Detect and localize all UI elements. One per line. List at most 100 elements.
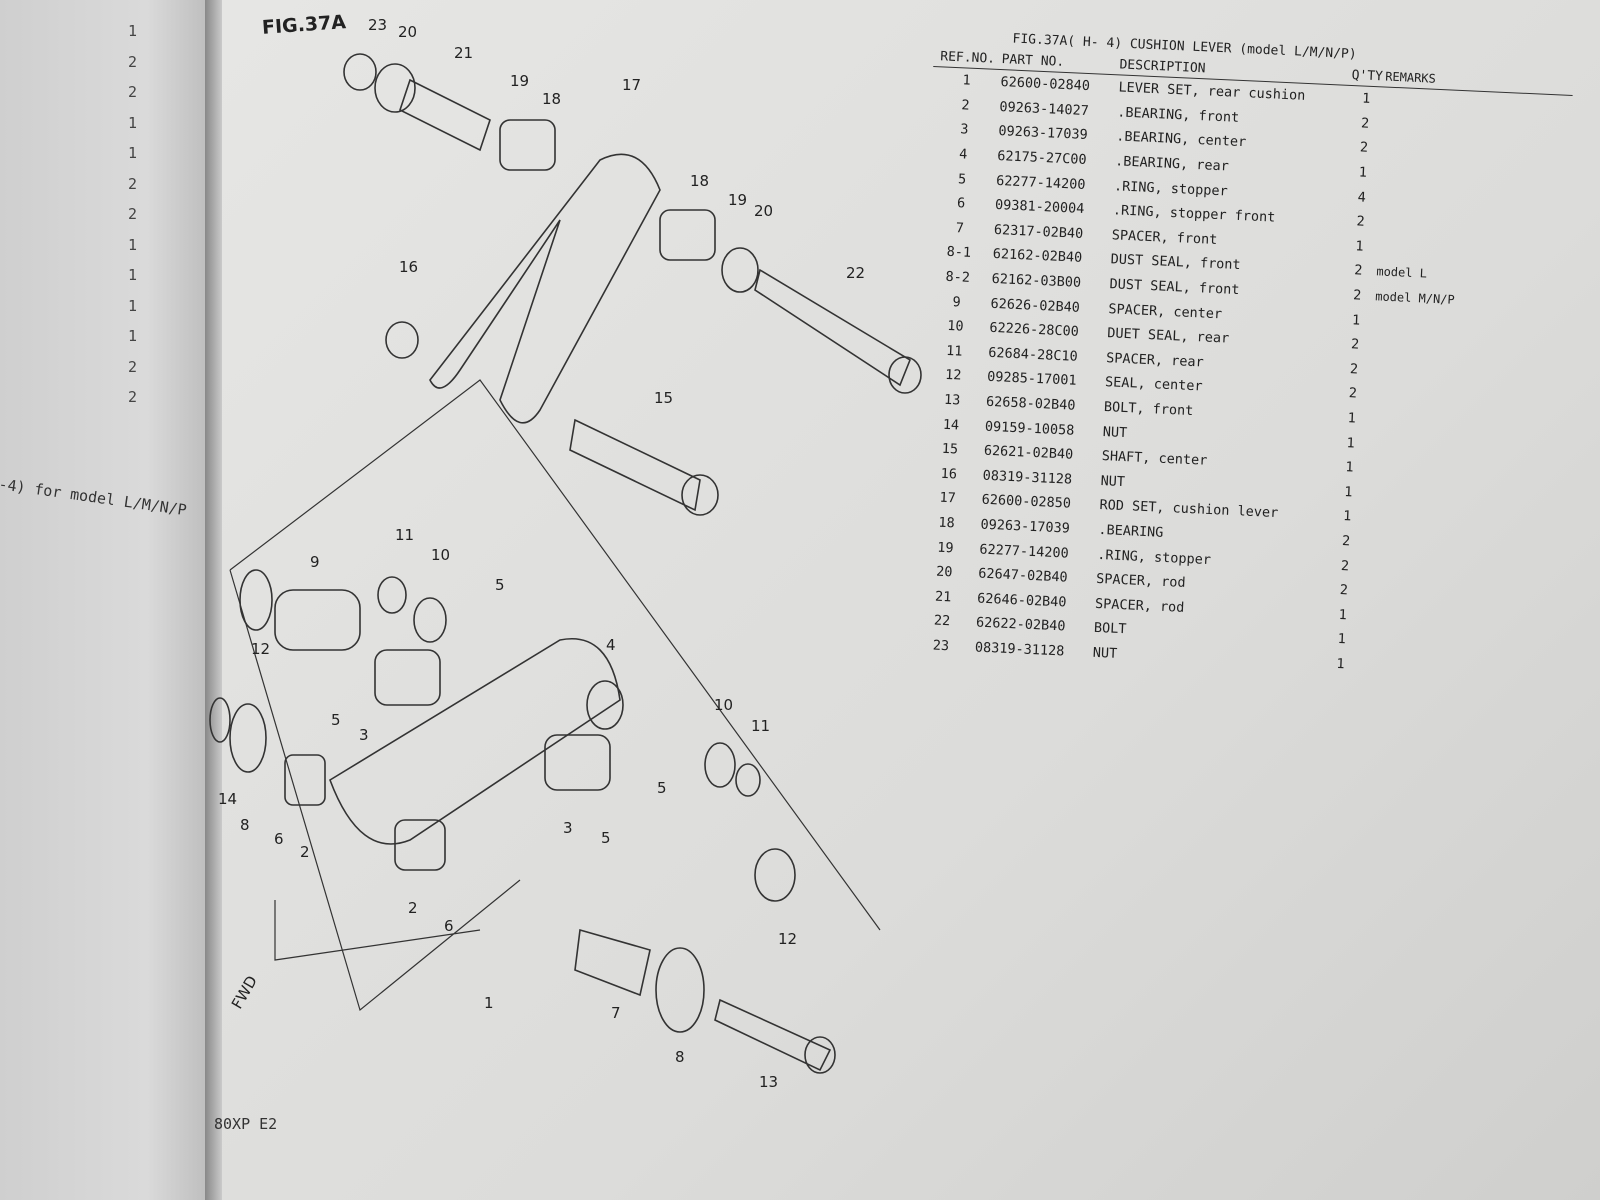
- callout-label: 8: [240, 816, 250, 834]
- spacer-front-part: [574, 928, 651, 997]
- cell-qty: 1: [1345, 459, 1354, 476]
- cell-part-no: 08319-31128: [982, 467, 1073, 488]
- cell-remarks: [1383, 124, 1533, 131]
- cell-qty: 2: [1349, 361, 1359, 378]
- left-page-qty: 2: [128, 357, 138, 376]
- left-page-qty: 1: [128, 144, 138, 162]
- cell-remarks: [1366, 493, 1516, 500]
- cell-qty: 1: [1337, 631, 1347, 648]
- cell-ref-no: 12: [944, 367, 962, 384]
- spacer-rod-part: [399, 78, 491, 152]
- cell-remarks: [1359, 665, 1509, 672]
- cell-part-no: 62600-02850: [981, 492, 1072, 513]
- cell-qty: 2: [1353, 262, 1363, 280]
- spacer-part: [721, 247, 759, 293]
- callout-label: 13: [759, 1073, 778, 1091]
- cell-part-no: 62684-28C10: [987, 344, 1079, 365]
- right-page: [222, 0, 1600, 1200]
- cell-remarks: [1374, 321, 1524, 328]
- cell-remarks: [1371, 395, 1521, 402]
- cell-qty: 1: [1338, 606, 1348, 624]
- cell-ref-no: 8-2: [945, 268, 971, 286]
- left-page-qty: 1: [128, 327, 138, 345]
- cell-ref-no: 16: [940, 465, 958, 483]
- cell-remarks: model L: [1376, 264, 1428, 282]
- cell-part-no: 62600-02840: [1000, 74, 1091, 95]
- cell-qty: 1: [1355, 238, 1364, 255]
- bearing-part: [659, 209, 716, 261]
- cell-part-no: 09263-17039: [998, 123, 1089, 144]
- callout-label: 3: [563, 819, 573, 837]
- shaft-part: [569, 418, 701, 512]
- cell-qty: 2: [1340, 557, 1350, 574]
- cell-ref-no: 21: [934, 588, 952, 606]
- callout-label: 7: [611, 1004, 621, 1022]
- cell-part-no: 62317-02B40: [993, 221, 1084, 242]
- cell-part-no: 62277-14200: [979, 541, 1070, 562]
- callout-label: 20: [398, 23, 417, 41]
- callout-label: 4: [606, 636, 616, 654]
- cell-ref-no: 5: [957, 170, 967, 188]
- callout-label: 15: [654, 389, 673, 407]
- callout-label: 22: [846, 264, 865, 282]
- cell-ref-no: 7: [955, 220, 965, 237]
- cell-remarks: [1378, 247, 1528, 254]
- callout-label: 6: [444, 917, 454, 935]
- callout-label: 6: [274, 830, 284, 848]
- cell-part-no: 62647-02B40: [977, 565, 1068, 586]
- cell-qty: 1: [1358, 164, 1368, 181]
- cell-ref-no: 14: [942, 416, 960, 434]
- callout-label: 5: [657, 779, 667, 797]
- cell-ref-no: 2: [961, 97, 970, 114]
- cell-part-no: 62162-03B00: [991, 270, 1082, 291]
- cell-part-no: 62277-14200: [995, 172, 1086, 193]
- callout-label: 9: [310, 553, 320, 571]
- cell-ref-no: 11: [945, 342, 963, 360]
- left-page-qty: 1: [128, 113, 138, 132]
- cell-part-no: 62621-02B40: [983, 442, 1074, 463]
- callout-label: 3: [359, 726, 369, 744]
- cell-ref-no: 13: [943, 391, 961, 409]
- left-page-qty: 1: [128, 266, 138, 284]
- callout-label: 18: [542, 90, 561, 108]
- callout-label: 11: [751, 717, 770, 735]
- cell-part-no: 62646-02B40: [976, 590, 1067, 611]
- cell-remarks: [1370, 419, 1520, 426]
- fwd-arrow-label: FWD: [228, 973, 261, 1012]
- callout-label: 23: [368, 16, 387, 34]
- cell-remarks: [1382, 149, 1532, 156]
- callout-label: 2: [408, 899, 418, 917]
- cell-ref-no: 10: [946, 318, 964, 335]
- cell-part-no: 09263-17039: [980, 516, 1071, 537]
- cell-part-no: 62622-02B40: [975, 614, 1066, 635]
- cell-part-no: 09159-10058: [984, 418, 1075, 439]
- cell-qty: 2: [1350, 336, 1360, 353]
- cell-remarks: [1379, 223, 1529, 230]
- cell-part-no: 62162-02B40: [992, 246, 1083, 267]
- lever-set-outline: [329, 638, 621, 845]
- callout-label: 19: [510, 72, 529, 90]
- cell-ref-no: 3: [959, 121, 969, 139]
- bearing-part: [499, 119, 556, 171]
- cell-qty: 1: [1343, 483, 1353, 501]
- cell-part-no: 08319-31128: [974, 639, 1065, 660]
- header-ref-no: REF.NO.: [939, 49, 996, 67]
- spacer-part: [374, 63, 416, 113]
- cell-qty: 1: [1361, 90, 1371, 108]
- cell-remarks: [1381, 173, 1531, 180]
- cell-remarks: [1361, 616, 1511, 623]
- cell-remarks: [1363, 567, 1513, 574]
- cell-qty: 2: [1356, 213, 1366, 230]
- cell-ref-no: 20: [935, 563, 953, 581]
- cell-qty: 2: [1360, 115, 1370, 132]
- callout-label: 20: [754, 202, 773, 220]
- cell-qty: 2: [1352, 287, 1362, 304]
- cell-remarks: [1372, 370, 1522, 377]
- cell-qty: 1: [1346, 434, 1356, 452]
- callout-label: 12: [778, 930, 797, 948]
- spacer-center-part: [274, 589, 361, 651]
- cell-part-no: 09263-14027: [999, 98, 1090, 119]
- cell-ref-no: 4: [958, 146, 968, 163]
- cell-part-no: 62175-27C00: [996, 148, 1087, 169]
